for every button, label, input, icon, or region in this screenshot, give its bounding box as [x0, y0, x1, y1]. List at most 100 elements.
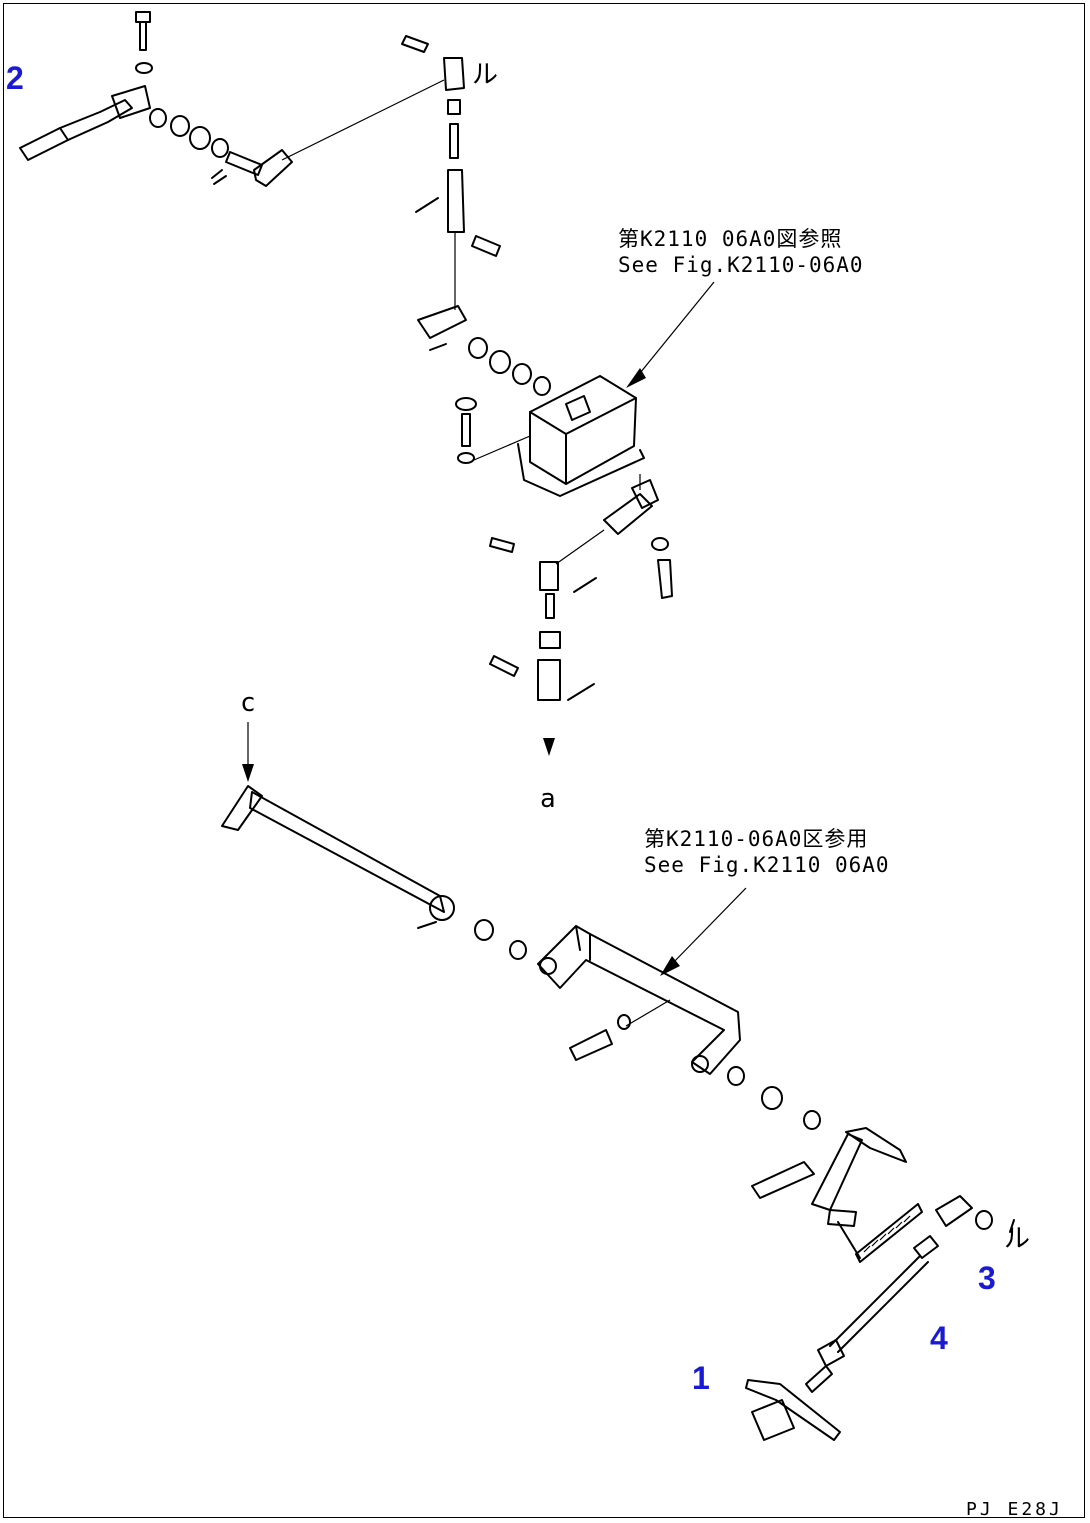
bolt: [461, 413, 471, 447]
bushing: [489, 350, 511, 374]
pedal-linkage: [745, 1127, 1015, 1441]
rod-thread: [805, 1365, 833, 1393]
washer: [533, 376, 551, 396]
link-arm: [603, 493, 653, 535]
marker-a: a: [540, 784, 556, 814]
washer: [617, 1014, 631, 1030]
pin: [471, 235, 501, 257]
washer: [211, 138, 229, 158]
bracket-hole: [691, 1055, 709, 1073]
callout-4: 4: [930, 1322, 948, 1354]
reference-jp: 第K2110-06A0区参用: [644, 827, 869, 851]
callout-1: 1: [692, 1362, 710, 1394]
cotter-pin: [415, 197, 439, 213]
cross-shaft-assembly: [221, 722, 527, 960]
callout-2: 2: [6, 62, 24, 94]
bushing: [761, 1086, 783, 1110]
rod-clevis: [817, 1339, 845, 1367]
spring-link: [837, 1221, 861, 1259]
washer: [457, 452, 475, 464]
lever-handle: [19, 127, 69, 161]
reference-note-1: 第K2110 06A0図参照 See Fig.K2110-06A0: [618, 226, 864, 278]
pedal-lever-top: [845, 1127, 907, 1163]
cotter-pin: [429, 343, 447, 351]
rod-end: [447, 169, 465, 233]
reference-en: See Fig.K2110 06A0: [644, 853, 890, 877]
reference-leader: [669, 887, 747, 967]
housing-shaft: [565, 395, 591, 421]
reference-en: See Fig.K2110-06A0: [618, 253, 864, 277]
lower-clevis-set: [489, 537, 597, 756]
callout-number: 3: [978, 1260, 996, 1296]
shaft-end: [429, 895, 455, 921]
bushing: [149, 108, 167, 128]
bushing: [170, 115, 190, 137]
marker-c: c: [240, 688, 256, 718]
washer: [727, 1066, 745, 1086]
lever-arm: [59, 99, 133, 141]
marker-b-top: ル: [472, 60, 499, 90]
lock-nut: [913, 1235, 939, 1259]
callout-number: 4: [930, 1320, 948, 1356]
reference-leader: [635, 281, 715, 379]
spring-coils: [863, 1215, 911, 1253]
clevis-link: [253, 149, 293, 187]
washer: [509, 940, 527, 960]
clevis: [539, 561, 559, 591]
pin: [489, 655, 519, 677]
reference-jp: 第K2110 06A0図参照: [618, 227, 843, 251]
reference-arrowhead: [660, 956, 680, 976]
bolt-head: [455, 397, 477, 411]
callout-3: 3: [978, 1262, 996, 1294]
bolt-top: [135, 11, 151, 51]
spring-hook: [827, 1209, 857, 1227]
pedal: [745, 1379, 841, 1441]
callout-number: 1: [692, 1360, 710, 1396]
bracket: [537, 925, 741, 1075]
cotter-pin: [1009, 1219, 1015, 1233]
reference-arrowhead: [626, 368, 646, 388]
reference-note-2: 第K2110-06A0区参用 See Fig.K2110 06A0: [644, 826, 890, 878]
lever-plate: [417, 305, 467, 339]
bracket-hole: [539, 957, 557, 975]
return-spring: [855, 1203, 923, 1263]
bushing: [189, 126, 211, 150]
bushing: [512, 363, 532, 385]
bolt-line: [625, 999, 671, 1027]
drawing-code: PJ E28J: [966, 1499, 1063, 1520]
housing-base: [517, 443, 645, 497]
washer: [803, 1110, 821, 1130]
rod-end: [537, 659, 561, 701]
bolt: [569, 1029, 613, 1061]
connecting-line: [281, 79, 445, 161]
washer: [975, 1210, 993, 1230]
middle-lever-assembly: [417, 305, 673, 599]
bushing: [468, 337, 488, 359]
callout-number: 2: [6, 60, 24, 96]
upper-lever-assembly: [19, 11, 293, 187]
cotter-pin: [567, 683, 595, 701]
bolt: [751, 1161, 815, 1199]
housing-edges: [529, 397, 637, 485]
bolt-line: [473, 435, 531, 461]
lever-hub: [111, 85, 151, 119]
washer: [651, 537, 669, 551]
pin: [489, 537, 515, 553]
bolt: [657, 559, 673, 599]
bushing: [474, 919, 494, 941]
threaded-rod: [545, 593, 555, 619]
clevis: [631, 479, 659, 509]
threaded-rod: [449, 123, 459, 159]
cotter-pin: [417, 921, 437, 929]
rod-end-eye: [935, 1195, 973, 1227]
nut: [539, 631, 561, 649]
cotter-pin: [211, 169, 227, 185]
cross-shaft: [249, 791, 445, 913]
marker-b-bottom: ル: [1004, 1224, 1031, 1254]
drawing-frame: [3, 3, 1085, 1518]
washer: [135, 62, 153, 74]
bracket-edges: [575, 925, 591, 961]
pin: [401, 35, 429, 53]
nut: [447, 99, 461, 115]
